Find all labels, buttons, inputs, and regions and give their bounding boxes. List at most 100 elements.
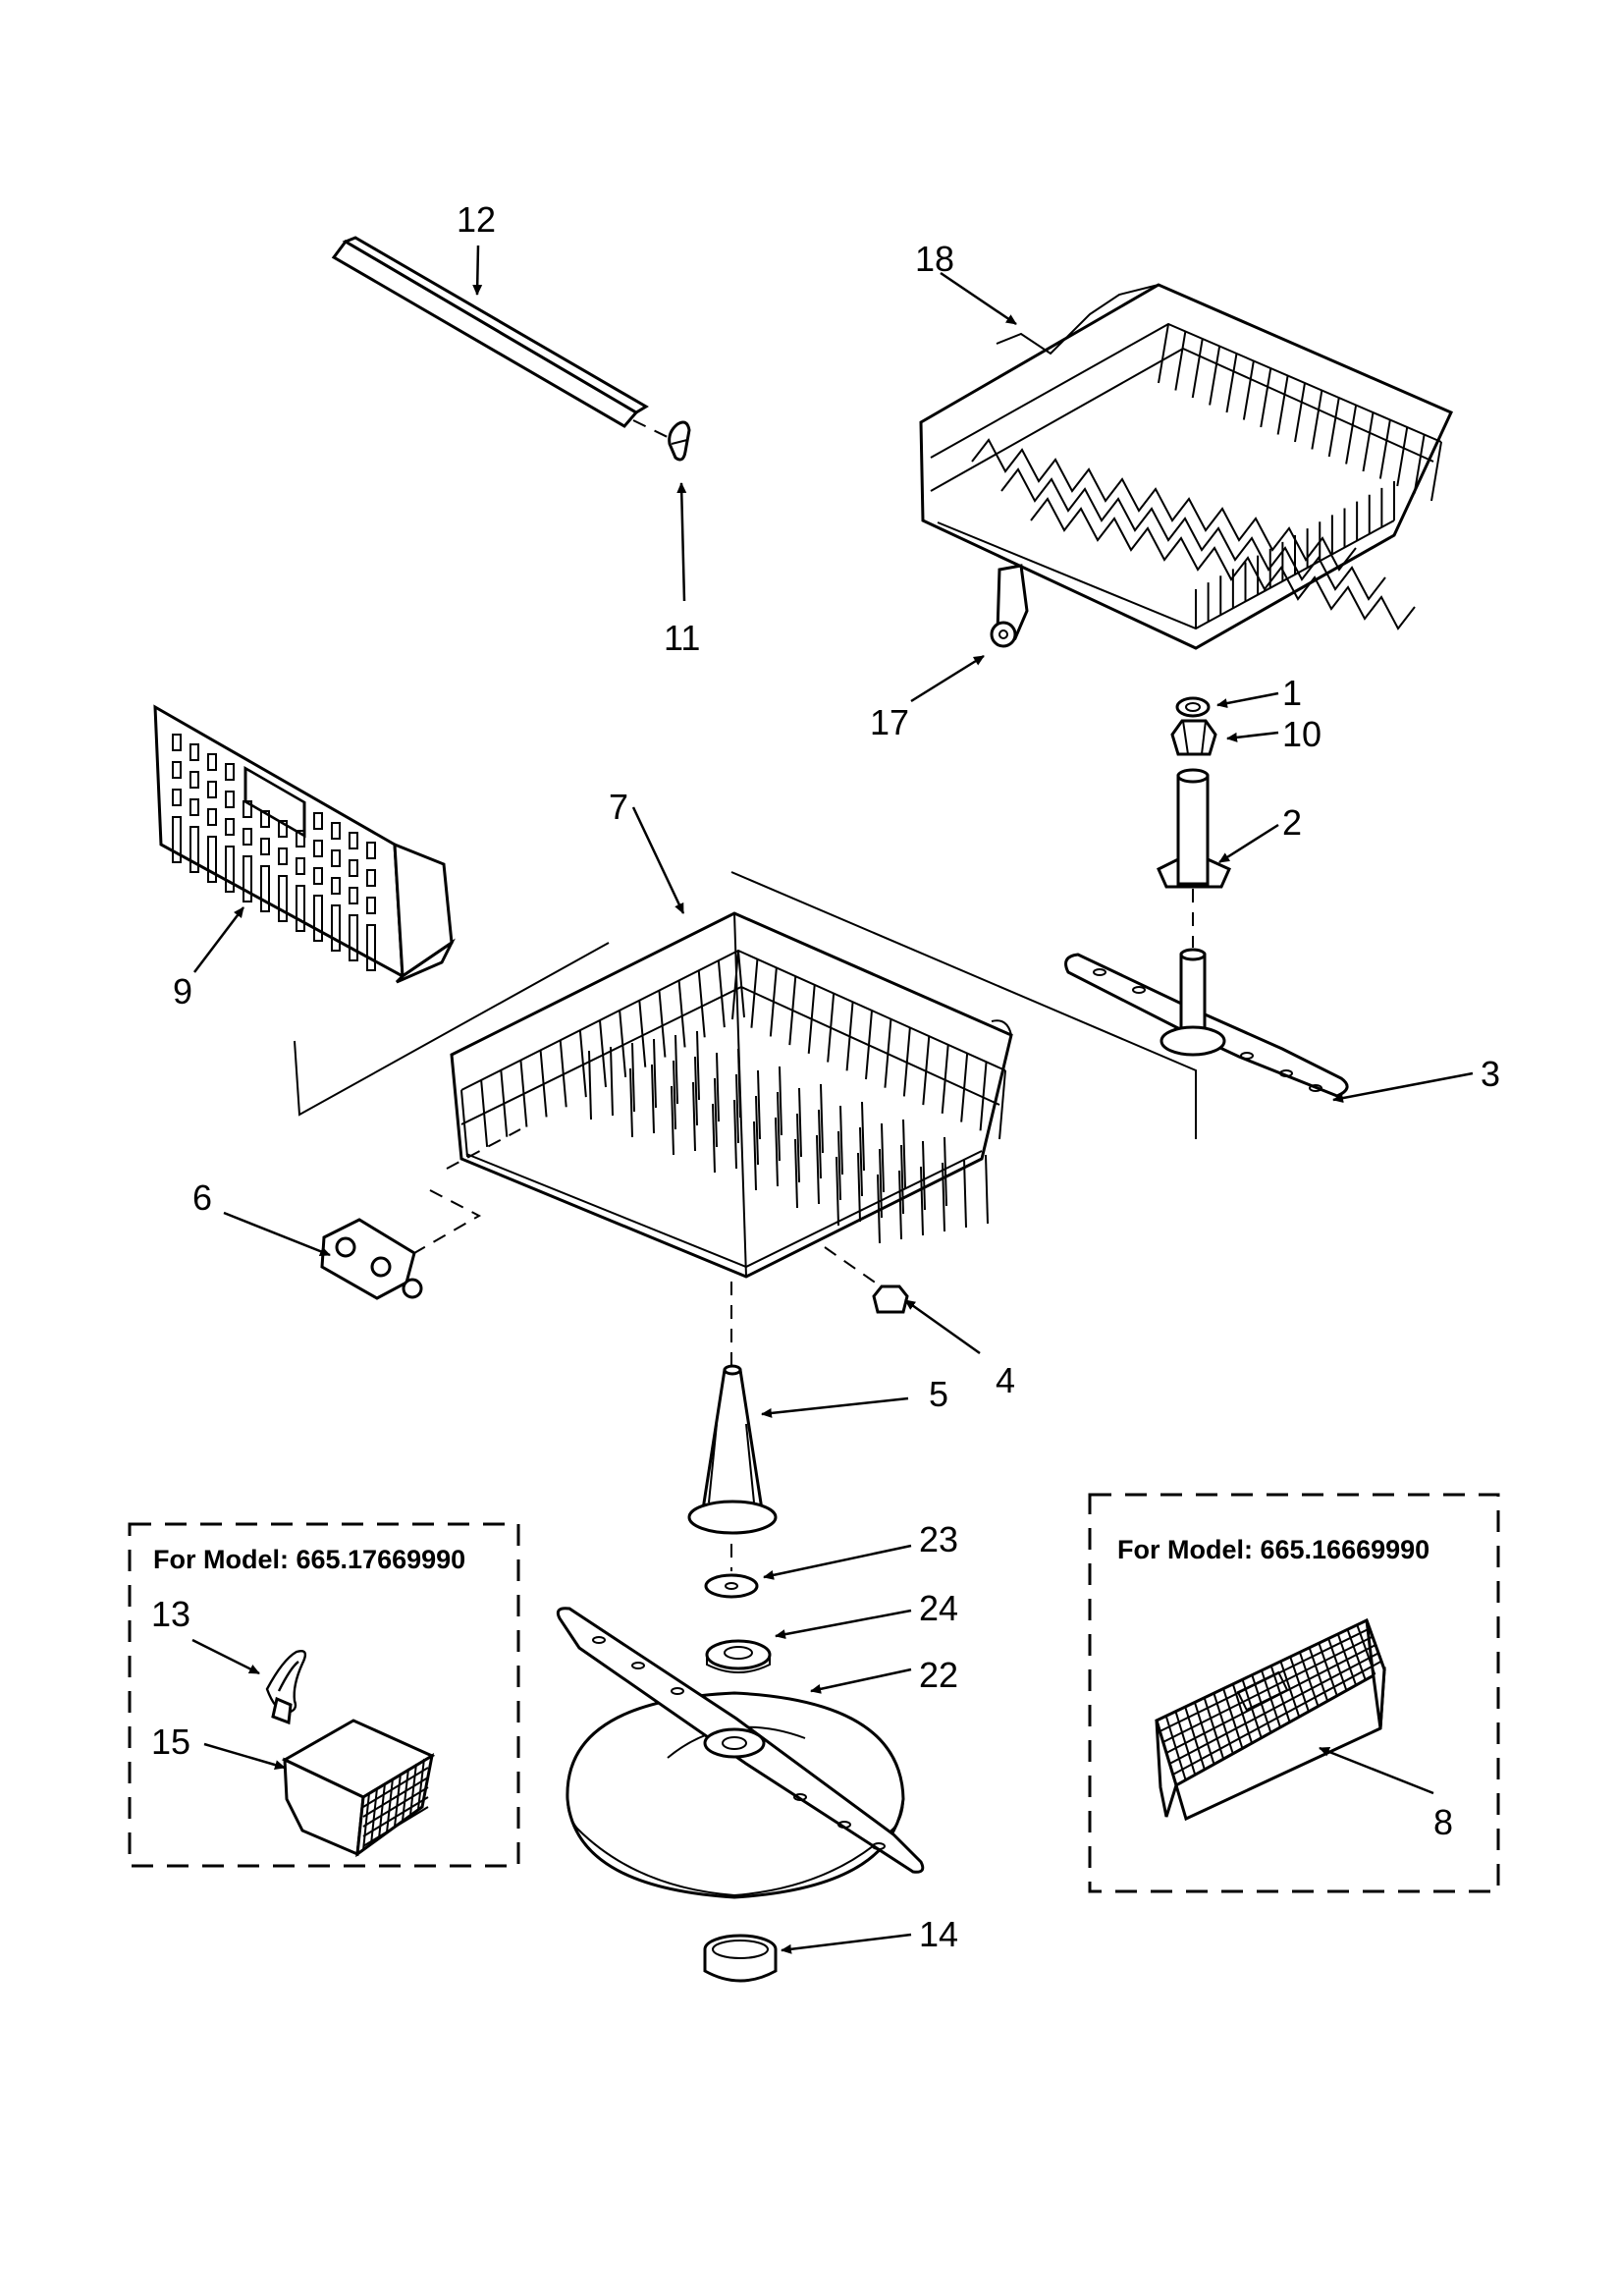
callout-4: 4: [996, 1360, 1015, 1400]
rack-wire: [1378, 419, 1391, 479]
basket-grid-line: [1172, 1660, 1382, 1776]
rack-tine: [737, 1048, 741, 1119]
part-23-washer: [704, 1573, 759, 1599]
basket-grid-line: [362, 1792, 370, 1851]
callout-1: 1: [1282, 673, 1302, 713]
callout-13: 13: [151, 1594, 190, 1634]
rack-wire: [1242, 360, 1255, 420]
leader-10: [1226, 731, 1279, 742]
rack-tine: [716, 1052, 720, 1122]
basket-slot: [278, 847, 288, 865]
rack-tine: [753, 1121, 757, 1191]
basket-slot: [296, 885, 305, 932]
rack-tine: [816, 1134, 820, 1205]
rack-wire: [902, 1027, 911, 1097]
basket-slot: [225, 846, 235, 893]
rack-tine: [902, 1119, 906, 1189]
rack-wire: [941, 1044, 949, 1114]
rack-wire: [539, 1050, 548, 1118]
rack-tine: [629, 1067, 633, 1138]
part-3-upper-spray-arm: [1064, 948, 1349, 1098]
rack-wire: [865, 1010, 873, 1080]
rack-tine: [796, 1113, 800, 1183]
part-15-silverware-basket: [281, 1719, 436, 1858]
rack-tine: [735, 1073, 739, 1144]
rack-tine: [794, 1138, 798, 1209]
part-24-seal: [705, 1639, 772, 1673]
basket-grid-line: [1165, 1644, 1376, 1754]
basket-slot: [225, 763, 235, 781]
basket-slot: [243, 800, 252, 818]
rack-tine: [610, 1046, 614, 1117]
callout-24: 24: [919, 1588, 958, 1628]
part-14-ring: [703, 1934, 778, 1983]
leader-13: [191, 1638, 260, 1675]
rack-wire: [480, 1079, 489, 1147]
basket-slot: [296, 857, 305, 875]
basket-grid-line: [378, 1782, 386, 1839]
basket-grid-line: [362, 1806, 429, 1847]
basket-slot: [207, 808, 217, 826]
part-1-washer: [1175, 696, 1211, 718]
rack-tine: [963, 1158, 967, 1229]
rack-tine: [900, 1144, 904, 1215]
leader-4: [904, 1298, 981, 1355]
rack-tine: [942, 1162, 945, 1232]
rack-wire: [1225, 353, 1238, 413]
callout-7: 7: [609, 787, 628, 827]
basket-slot: [189, 743, 199, 761]
basket-slot: [189, 798, 199, 816]
rack-wire: [1345, 405, 1358, 465]
rack-wire: [658, 990, 667, 1058]
basket-slot: [313, 840, 323, 857]
callout-11: 11: [664, 618, 700, 658]
rack-wire: [884, 1018, 892, 1088]
leader-9: [193, 906, 244, 973]
rack-tine: [671, 1085, 674, 1156]
rack-wire: [807, 984, 816, 1054]
basket-slot: [349, 832, 358, 849]
rack-tine-row: [1030, 497, 1416, 630]
basket-slot: [331, 822, 341, 840]
basket-slot: [207, 836, 217, 883]
rack-wire: [1413, 434, 1426, 494]
callout-10: 10: [1282, 714, 1321, 754]
basket-slot: [243, 855, 252, 902]
model-label-left: For Model: 665.17669990: [153, 1545, 465, 1574]
basket-grid-line: [362, 1777, 429, 1818]
rack-wire: [1294, 382, 1306, 443]
basket-slot: [260, 810, 270, 828]
part-17-rack-roller: [990, 564, 1029, 648]
rack-wire: [1276, 375, 1289, 435]
basket-slot: [225, 818, 235, 836]
rack-tine: [777, 1091, 781, 1162]
part-9-side-basket: [153, 704, 456, 984]
rack-tine: [820, 1083, 824, 1154]
rack-tine: [920, 1166, 924, 1236]
rack-tine: [898, 1170, 902, 1240]
leader-6: [223, 1211, 331, 1257]
part-5-lower-spray-tube: [687, 1364, 778, 1535]
basket-slot: [278, 875, 288, 922]
rack-wire: [460, 1089, 468, 1158]
rack-wire: [1327, 397, 1340, 458]
model-box-left: [128, 1522, 520, 1868]
rack-tine: [877, 1174, 881, 1244]
callout-9: 9: [173, 971, 192, 1011]
part-18-upper-rack: [919, 283, 1454, 650]
rack-wire: [827, 993, 836, 1063]
rack-wire: [1430, 441, 1442, 502]
leader-17: [910, 654, 985, 703]
basket-slot: [331, 849, 341, 867]
rack-wire: [769, 967, 778, 1037]
basket-grid-line: [362, 1767, 429, 1808]
basket-slot: [296, 830, 305, 847]
callout-12: 12: [457, 199, 496, 240]
rack-wire: [717, 960, 726, 1028]
leader-15: [203, 1742, 286, 1770]
rack-wire: [1260, 367, 1272, 428]
rack-wire: [979, 1062, 988, 1131]
callout-2: 2: [1282, 802, 1302, 843]
rack-tine: [922, 1140, 926, 1211]
part-10-nut: [1170, 719, 1217, 756]
